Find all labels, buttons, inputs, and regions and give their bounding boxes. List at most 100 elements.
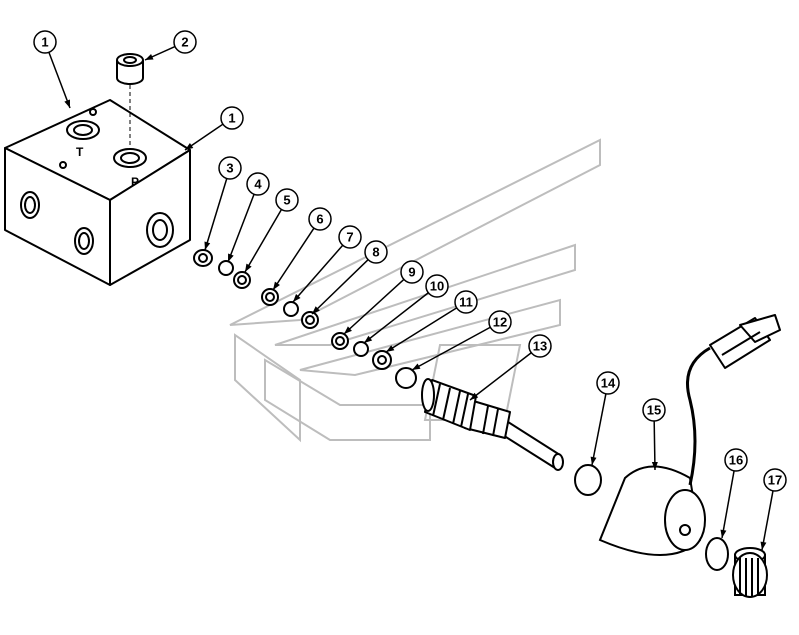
callout-number: 3 — [226, 161, 233, 176]
callout-c7: 7 — [292, 225, 362, 303]
part-14-o-ring — [574, 464, 602, 496]
callout-c3: 3 — [204, 156, 242, 251]
callout-circle — [425, 274, 449, 298]
watermark-logo — [229, 138, 601, 443]
callout-circle — [338, 225, 362, 249]
leader-line — [411, 326, 491, 371]
part-3-seal — [193, 249, 213, 267]
leader-arrowhead — [273, 281, 280, 290]
callout-circle — [400, 260, 424, 284]
seal-stack — [193, 249, 417, 389]
tank-port-label: T — [76, 145, 84, 159]
leader-arrowhead — [651, 461, 658, 470]
callout-c1b: 1 — [184, 106, 244, 151]
callout-circle — [173, 30, 197, 54]
coil-nut — [732, 547, 768, 598]
callout-c2: 2 — [144, 30, 197, 61]
callout-circle — [596, 371, 620, 395]
callout-c1a: 1 — [33, 30, 71, 109]
callout-c8: 8 — [311, 240, 388, 315]
part-10-o-ring — [353, 341, 369, 357]
leader-line — [591, 393, 607, 466]
leader-arrowhead — [228, 253, 234, 262]
callout-c5: 5 — [244, 188, 299, 273]
part-12-o-ring — [395, 367, 417, 389]
part-16-o-ring — [705, 537, 729, 571]
callout-number: 11 — [459, 295, 473, 310]
callout-circle — [275, 188, 299, 212]
leader-arrowhead — [386, 345, 395, 352]
callout-number: 10 — [430, 279, 444, 294]
callout-circle — [220, 106, 244, 130]
callout-number: 2 — [181, 35, 188, 50]
callout-circle — [642, 398, 666, 422]
leader-arrowhead — [145, 53, 154, 60]
leader-arrowhead — [720, 529, 727, 538]
leader-line — [385, 307, 458, 353]
part-8-seal — [301, 311, 319, 329]
leader-arrowhead — [344, 326, 352, 334]
callout-c10: 10 — [363, 274, 449, 344]
plug — [116, 53, 144, 150]
callout-number: 7 — [346, 230, 353, 245]
leader-arrowhead — [312, 306, 320, 314]
callout-c12: 12 — [411, 310, 512, 371]
callout-number: 8 — [372, 245, 379, 260]
part-5-seal — [233, 271, 251, 289]
leader-line — [204, 178, 228, 251]
callout-c15: 15 — [642, 398, 666, 471]
callout-number: 12 — [493, 315, 507, 330]
callout-circle — [454, 290, 478, 314]
callout-number: 5 — [283, 193, 290, 208]
leader-arrowhead — [204, 241, 211, 250]
callout-circle — [364, 240, 388, 264]
leader-arrowhead — [64, 99, 70, 108]
callout-c16: 16 — [720, 448, 748, 539]
callout-number: 17 — [768, 473, 782, 488]
callout-number: 9 — [408, 265, 415, 280]
solenoid-coil — [598, 346, 711, 556]
callout-number: 13 — [533, 339, 547, 354]
leader-line — [227, 193, 255, 263]
leader-line — [272, 227, 315, 291]
leader-line — [311, 259, 369, 315]
callout-circle — [308, 207, 332, 231]
callout-c13: 13 — [469, 334, 552, 401]
callout-circle — [246, 172, 270, 196]
callout-c17: 17 — [760, 468, 787, 551]
leader-arrowhead — [760, 541, 767, 550]
leader-line — [653, 420, 656, 471]
leader-arrowhead — [590, 456, 597, 465]
valve-block: T P — [4, 99, 191, 286]
callout-circle — [528, 334, 552, 358]
leader-line — [363, 292, 429, 344]
callout-number: 1 — [228, 111, 235, 126]
callout-circle — [763, 468, 787, 492]
callout-number: 1 — [41, 35, 48, 50]
leader-arrowhead — [412, 363, 421, 370]
leader-arrowhead — [185, 143, 194, 150]
callout-number: 14 — [601, 376, 616, 391]
callout-c11: 11 — [385, 290, 478, 353]
callout-c9: 9 — [343, 260, 424, 335]
leader-arrowhead — [364, 335, 373, 343]
callout-circle — [724, 448, 748, 472]
pressure-port-label: P — [131, 175, 139, 189]
part-11-seal — [372, 350, 392, 370]
part-4-o-ring — [218, 260, 234, 276]
leader-line — [721, 470, 735, 539]
part-9-seal — [331, 332, 349, 350]
part-7-o-ring — [283, 301, 299, 317]
callout-c6: 6 — [272, 207, 332, 291]
callout-circle — [218, 156, 242, 180]
leader-line — [761, 490, 774, 551]
leader-arrowhead — [293, 294, 301, 302]
leader-line — [469, 352, 532, 401]
callout-c4: 4 — [227, 172, 270, 263]
leader-arrowhead — [245, 263, 252, 272]
leader-arrowhead — [470, 392, 479, 400]
leader-line — [48, 52, 71, 109]
